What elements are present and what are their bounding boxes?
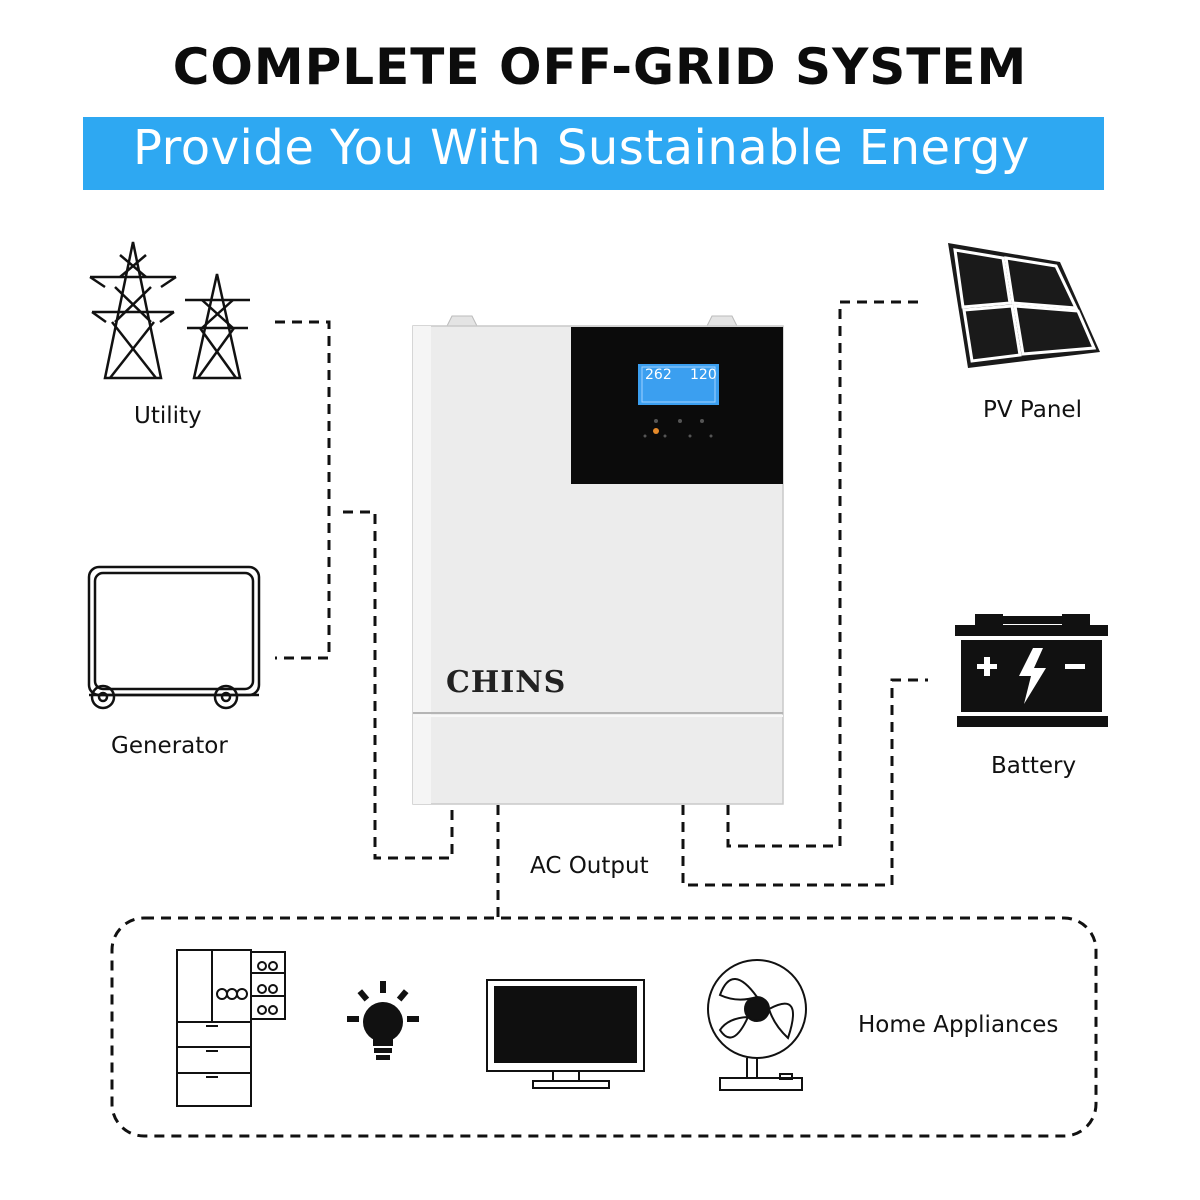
light-bulb-icon xyxy=(347,981,419,1060)
connection-lines xyxy=(110,300,1098,1138)
battery-label: Battery xyxy=(991,753,1077,779)
lcd-left-readout: 262 xyxy=(645,367,672,383)
pv-line xyxy=(726,300,920,848)
battery-icon xyxy=(955,614,1108,727)
refrigerator-icon xyxy=(176,949,286,1107)
inverter-unit xyxy=(412,315,784,805)
utility-line xyxy=(275,320,331,660)
utility-tower-icon xyxy=(89,241,250,380)
battery-line xyxy=(681,678,928,887)
subtitle-banner: Provide You With Sustainable Energy xyxy=(83,117,1104,190)
control-panel xyxy=(571,327,783,484)
pv-panel-label: PV Panel xyxy=(983,397,1082,423)
solar-panel-icon xyxy=(948,243,1100,368)
generator-line xyxy=(343,510,454,860)
fan-icon xyxy=(707,959,807,1091)
brand-logo: CHINS xyxy=(446,665,567,700)
lcd-right-readout: 120 xyxy=(690,367,717,383)
appliances-box xyxy=(110,916,1098,1138)
generator-label: Generator xyxy=(111,733,228,759)
generator-icon xyxy=(87,565,261,710)
page-title: COMPLETE OFF-GRID SYSTEM xyxy=(172,38,1028,96)
home-appliances-label: Home Appliances xyxy=(858,1012,1059,1038)
lcd-screen xyxy=(638,364,719,405)
subtitle-text: Provide You With Sustainable Energy xyxy=(133,120,1030,176)
utility-label: Utility xyxy=(134,403,202,429)
monitor-icon xyxy=(486,979,645,1089)
ac-output-label: AC Output xyxy=(530,853,649,879)
